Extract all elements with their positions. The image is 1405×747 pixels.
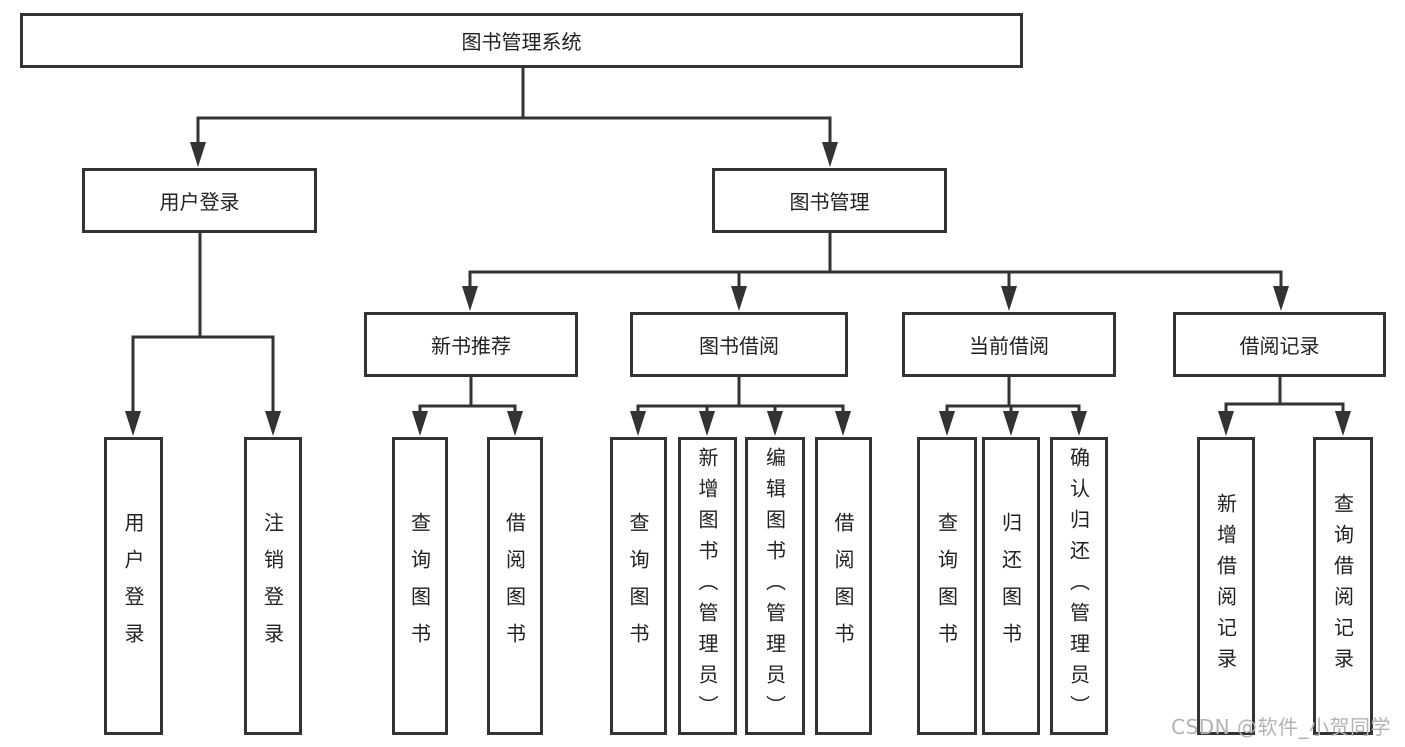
node-book-borrow: 图书借阅 bbox=[630, 312, 848, 377]
leaf-borrow-book-recommend: 借阅图书 bbox=[487, 437, 543, 735]
leaf-borrow-book: 借阅图书 bbox=[815, 437, 872, 735]
node-current-borrow: 当前借阅 bbox=[902, 312, 1116, 377]
arrowheads bbox=[125, 142, 1351, 436]
leaf-query-borrow-record: 查询借阅记录 bbox=[1313, 437, 1373, 735]
leaf-edit-book-admin: 编辑图书（管理员） bbox=[745, 437, 805, 735]
leaf-user-login: 用户登录 bbox=[104, 437, 163, 735]
node-root: 图书管理系统 bbox=[20, 13, 1023, 68]
leaf-add-book-admin: 新增图书（管理员） bbox=[678, 437, 737, 735]
leaf-confirm-return-admin: 确认归还（管理员） bbox=[1050, 437, 1108, 735]
node-user-login: 用户登录 bbox=[82, 168, 317, 233]
node-book-management: 图书管理 bbox=[712, 168, 947, 233]
leaf-return-book: 归还图书 bbox=[982, 437, 1040, 735]
leaf-query-book-current: 查询图书 bbox=[917, 437, 977, 735]
watermark-text: CSDN @软件_小贺同学 bbox=[1171, 715, 1391, 739]
leaf-logout: 注销登录 bbox=[244, 437, 302, 735]
node-borrow-record: 借阅记录 bbox=[1173, 312, 1386, 377]
leaf-query-book-borrow: 查询图书 bbox=[610, 437, 667, 735]
leaf-query-book-recommend: 查询图书 bbox=[392, 437, 448, 735]
node-new-book-recommend: 新书推荐 bbox=[364, 312, 578, 377]
leaf-add-borrow-record: 新增借阅记录 bbox=[1197, 437, 1255, 735]
